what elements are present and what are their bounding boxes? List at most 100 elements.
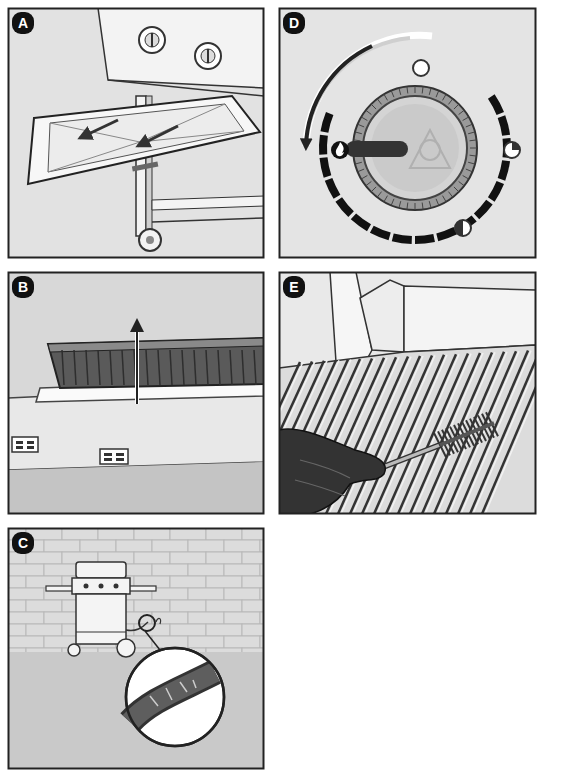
panel-d-art <box>279 8 536 258</box>
dial-knob <box>361 176 367 180</box>
drip-pan <box>62 350 64 385</box>
drip-pan <box>194 350 196 385</box>
brick-wall <box>206 600 242 612</box>
dial-scale <box>320 157 332 177</box>
dial-scale <box>320 112 333 133</box>
drip-tray <box>28 96 260 184</box>
brick-wall <box>170 576 206 588</box>
control-knob <box>207 49 209 63</box>
panel-a-art <box>152 196 264 210</box>
hose-detail <box>126 631 224 746</box>
gas-grill <box>156 618 161 624</box>
setting-symbol <box>455 220 471 236</box>
panel-a-art <box>152 218 264 222</box>
dial-knob <box>463 117 469 121</box>
dial-knob <box>391 199 394 205</box>
gas-grill <box>46 562 161 657</box>
gas-grill <box>76 632 126 633</box>
dial-knob <box>448 99 452 105</box>
setting-symbol <box>331 60 520 236</box>
dial-knob <box>468 132 475 134</box>
brick-wall <box>134 600 170 612</box>
panel-badge <box>12 12 34 34</box>
setting-symbol <box>413 60 429 76</box>
brick-wall <box>206 528 242 540</box>
drip-pan <box>170 350 172 385</box>
dial-knob <box>391 91 394 97</box>
power-outlet <box>27 441 34 444</box>
drip-pan <box>62 350 256 385</box>
setting-symbol <box>504 142 520 158</box>
brick-wall <box>62 528 98 540</box>
dial-knob <box>459 110 465 114</box>
brick-wall <box>152 540 188 552</box>
panel-a-art <box>146 236 154 244</box>
brick-wall <box>8 636 44 648</box>
cooking-grate <box>279 349 536 514</box>
drip-pan <box>122 350 124 385</box>
brick-wall <box>116 540 152 552</box>
dial-knob <box>371 187 376 192</box>
control-knob <box>201 49 215 63</box>
dial-knob <box>377 192 381 198</box>
hose-detail <box>145 631 160 650</box>
brick-wall <box>242 552 264 564</box>
panel-frame <box>9 529 264 769</box>
brick-wall <box>242 528 264 540</box>
dial-knob <box>470 155 477 157</box>
dial-knob <box>399 201 401 208</box>
gas-grill <box>68 644 80 656</box>
power-outlet <box>16 441 23 444</box>
dial-knob <box>454 104 459 109</box>
gas-grill <box>84 584 89 589</box>
dial-scale <box>436 227 457 241</box>
brick-wall <box>188 540 224 552</box>
grill-glove <box>295 460 350 496</box>
dial-knob <box>420 140 440 160</box>
brick-wall <box>26 624 62 636</box>
dial-knob <box>443 94 447 100</box>
brick-wall <box>224 636 260 648</box>
dial-knob <box>468 162 475 164</box>
gas-grill <box>117 639 135 657</box>
drip-pan <box>206 350 208 385</box>
panel-badge <box>283 12 305 34</box>
dial-knob <box>346 86 477 210</box>
control-knob <box>139 27 221 69</box>
power-outlet <box>12 437 128 464</box>
panel-badge <box>12 532 34 554</box>
panel-letter: A <box>12 12 34 34</box>
brick-wall <box>8 528 264 660</box>
dial-scale <box>488 181 504 202</box>
dial-scale <box>319 135 328 155</box>
cooking-grate <box>482 349 536 514</box>
grill-glove <box>279 429 385 514</box>
gas-grill <box>76 562 126 578</box>
brick-wall <box>44 540 80 552</box>
setting-symbol <box>512 142 520 150</box>
hose-detail <box>130 672 215 722</box>
panel-a-art <box>108 80 264 96</box>
dial-knob <box>355 132 362 134</box>
dial-knob <box>470 148 477 149</box>
panel-badge <box>12 12 305 554</box>
dial-knob <box>448 192 452 198</box>
power-outlet <box>27 446 34 449</box>
brick-wall <box>8 588 44 600</box>
drip-pan <box>242 350 244 385</box>
brick-wall <box>152 588 188 600</box>
dial-knob <box>358 124 364 127</box>
control-knob <box>145 33 159 47</box>
brick-wall <box>170 552 206 564</box>
hose-detail <box>130 672 215 722</box>
brick-wall <box>242 624 264 636</box>
dial-knob <box>406 87 408 94</box>
brick-wall <box>188 636 224 648</box>
drip-pan <box>158 350 160 385</box>
dial-scale <box>498 160 510 181</box>
dial-scale <box>474 200 493 220</box>
brick-wall <box>170 624 206 636</box>
lift-arrow <box>130 318 144 332</box>
